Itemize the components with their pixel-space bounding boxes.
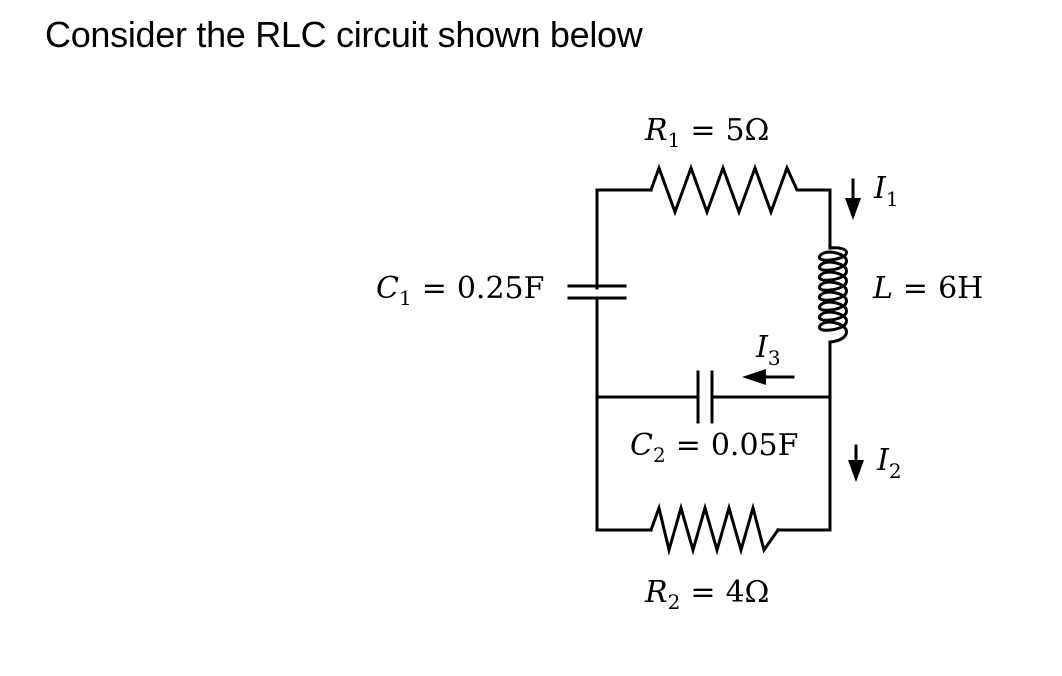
wire-top-right (808, 188, 832, 250)
label-i2: I2 (876, 443, 902, 483)
current-arrow-i2 (848, 444, 864, 482)
inductor-l-symbol (818, 246, 848, 344)
page-title: Consider the RLC circuit shown below (45, 14, 643, 55)
label-c2: C2=0.05F (630, 428, 798, 467)
label-l: L=6H (872, 271, 983, 306)
resistor-r1-symbol (649, 163, 812, 217)
current-arrow-i1 (845, 178, 861, 220)
label-r2: R2=4Ω (644, 575, 769, 614)
wire-left-middle (595, 296, 653, 532)
current-arrow-i3 (742, 369, 795, 385)
resistor-r2-symbol (649, 502, 781, 556)
label-c1: C1=0.25F (376, 271, 544, 310)
wire-top-left (595, 188, 653, 290)
wire-right-lower (776, 340, 832, 532)
label-i3: I3 (755, 330, 781, 370)
label-r1: R1=5Ω (644, 113, 769, 152)
label-i1: I1 (873, 171, 899, 211)
